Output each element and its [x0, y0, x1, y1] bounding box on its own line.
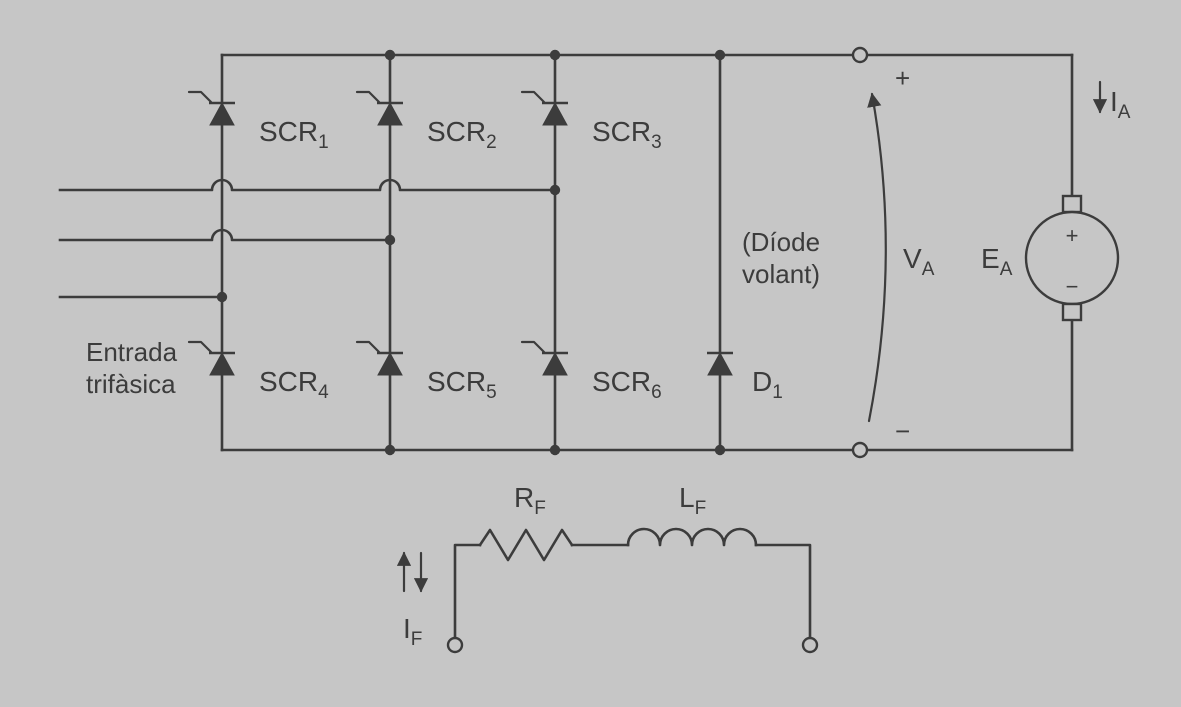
junction-dot [384, 49, 396, 61]
freewheel-label-line2: volant) [742, 259, 820, 289]
junction-dot [549, 184, 561, 196]
motor-brush-bottom [1061, 302, 1083, 322]
minus-sign-bottom: − [895, 416, 910, 446]
scr2-symbol [355, 90, 405, 127]
motor-brush-top [1061, 194, 1083, 214]
va-label: VA [903, 243, 935, 280]
field-resistor [478, 528, 574, 562]
junction-dot [549, 49, 561, 61]
field-terminal-right [801, 636, 819, 654]
scr5-symbol [355, 340, 405, 377]
junction-dot [714, 444, 726, 456]
scr4-symbol [187, 340, 237, 377]
output-terminal-bottom [851, 441, 869, 459]
scr5-label: SCR5 [427, 366, 497, 403]
motor-plus-sign: + [1066, 223, 1079, 248]
scr6-label: SCR6 [592, 366, 662, 403]
field-wire [453, 543, 812, 647]
input-label-line2: trifàsica [86, 369, 176, 399]
field-inductor [626, 527, 758, 547]
field-terminal-left [446, 636, 464, 654]
scr6-symbol [520, 340, 570, 377]
plus-sign-top: + [895, 63, 910, 93]
scr3-symbol [520, 90, 570, 127]
scr3-label: SCR3 [592, 116, 662, 153]
if-label: IF [403, 613, 422, 650]
junction-dots [216, 49, 726, 456]
junction-dot [549, 444, 561, 456]
d1-symbol [705, 351, 735, 377]
junction-dot [714, 49, 726, 61]
phase-2-wire [58, 228, 392, 242]
ea-label: EA [981, 243, 1013, 280]
junction-dot [384, 444, 396, 456]
scr1-symbol [187, 90, 237, 127]
va-arrow [867, 92, 887, 423]
lf-label: LF [679, 482, 706, 519]
input-label-line1: Entrada [86, 337, 178, 367]
ia-label: IA [1110, 86, 1131, 123]
junction-dot [384, 234, 396, 246]
d1-label: D1 [752, 366, 783, 403]
scr2-label: SCR2 [427, 116, 497, 153]
motor-minus-sign: − [1066, 274, 1079, 299]
scr1-label: SCR1 [259, 116, 329, 153]
phase-1-wire [58, 178, 557, 192]
rf-label: RF [514, 482, 546, 519]
scr4-label: SCR4 [259, 366, 329, 403]
freewheel-label-line1: (Díode [742, 227, 820, 257]
junction-dot [216, 291, 228, 303]
output-terminal-top [851, 46, 869, 64]
